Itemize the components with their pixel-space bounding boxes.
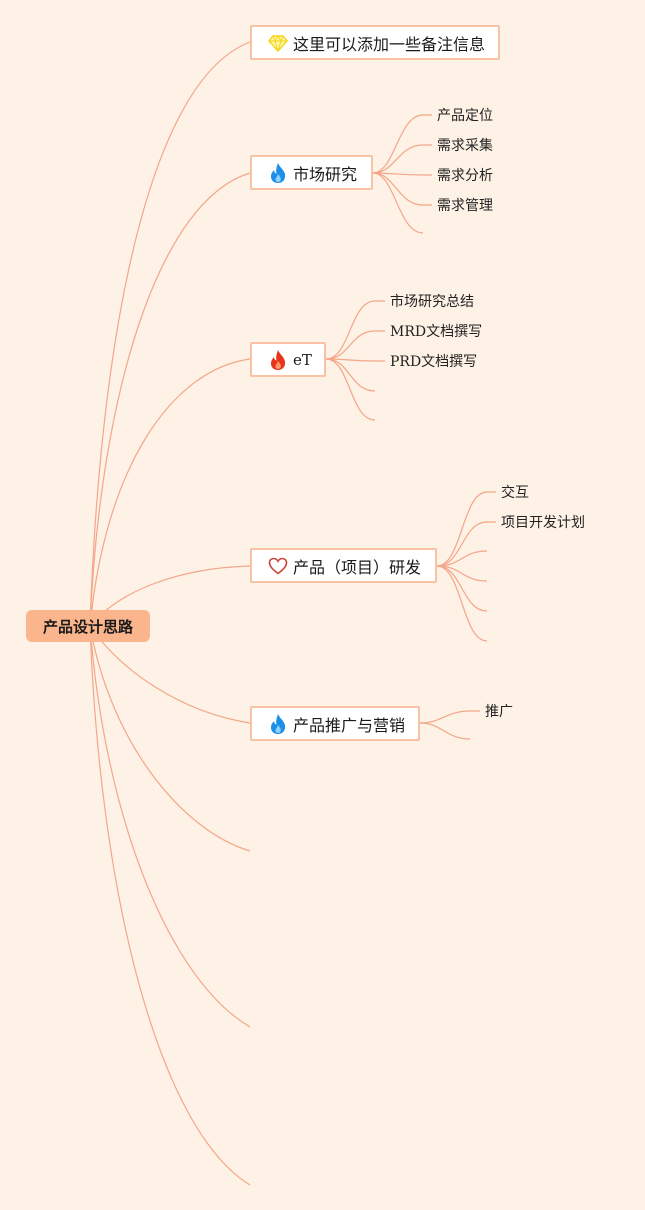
diamond-icon bbox=[268, 32, 288, 54]
leaf-et-3[interactable]: PRD文档撰写 bbox=[390, 354, 478, 370]
branch-promotion[interactable]: 产品推广与营销 bbox=[250, 706, 420, 741]
connector-market-2 bbox=[372, 144, 432, 174]
connector-promo-2 bbox=[419, 722, 471, 740]
leaf-promo-1[interactable]: 推广 bbox=[485, 704, 513, 720]
connector-market-4 bbox=[372, 172, 432, 206]
connector-et-1 bbox=[325, 300, 385, 360]
connector-et-5 bbox=[325, 358, 376, 421]
red-flame-icon bbox=[268, 349, 288, 371]
connector-promo-1 bbox=[419, 710, 480, 724]
branch-label: 产品推广与营销 bbox=[293, 715, 406, 735]
branch-label: 这里可以添加一些备注信息 bbox=[293, 34, 486, 54]
branch-product-rd[interactable]: 产品（项目）研发 bbox=[250, 548, 437, 583]
branch-label: eT bbox=[293, 350, 312, 369]
root-label: 产品设计思路 bbox=[42, 617, 133, 636]
blue-flame-icon bbox=[268, 713, 288, 735]
leaf-market-1[interactable]: 产品定位 bbox=[437, 108, 493, 124]
connector-et-3 bbox=[325, 358, 385, 362]
connector-root-branch-1 bbox=[89, 41, 251, 627]
leaf-market-3[interactable]: 需求分析 bbox=[437, 168, 493, 184]
connector-rd-2 bbox=[436, 521, 496, 567]
branch-market-research[interactable]: 市场研究 bbox=[250, 155, 373, 190]
connector-rd-3 bbox=[436, 550, 488, 567]
leaf-et-1[interactable]: 市场研究总结 bbox=[390, 294, 474, 310]
heart-icon bbox=[268, 555, 288, 577]
leaf-market-4[interactable]: 需求管理 bbox=[437, 198, 493, 214]
leaf-rd-2[interactable]: 项目开发计划 bbox=[501, 515, 585, 531]
connector-root-branch-2 bbox=[89, 172, 251, 627]
connector-market-1 bbox=[372, 114, 432, 174]
connector-root-branch-7 bbox=[89, 625, 251, 1028]
connector-market-5 bbox=[372, 172, 424, 234]
connector-rd-5 bbox=[436, 565, 488, 612]
connector-root-branch-8 bbox=[89, 625, 251, 1186]
connector-et-4 bbox=[325, 358, 376, 392]
branch-label: 市场研究 bbox=[293, 164, 358, 184]
leaf-rd-1[interactable]: 交互 bbox=[501, 485, 529, 501]
branch-label: 产品（项目）研发 bbox=[293, 557, 422, 577]
blue-flame-icon bbox=[268, 162, 288, 184]
connector-et-2 bbox=[325, 330, 385, 360]
branch-note[interactable]: 这里可以添加一些备注信息 bbox=[250, 25, 500, 60]
connector-rd-4 bbox=[436, 565, 488, 582]
leaf-et-2[interactable]: MRD文档撰写 bbox=[390, 324, 483, 340]
branch-et[interactable]: eT bbox=[250, 342, 326, 377]
connector-market-3 bbox=[372, 172, 432, 176]
root-node[interactable]: 产品设计思路 bbox=[26, 610, 150, 642]
leaf-market-2[interactable]: 需求采集 bbox=[437, 138, 493, 154]
connector-root-branch-6 bbox=[89, 625, 251, 852]
connector-root-branch-3 bbox=[89, 358, 251, 627]
connector-rd-6 bbox=[436, 565, 488, 642]
connector-rd-1 bbox=[436, 491, 496, 567]
